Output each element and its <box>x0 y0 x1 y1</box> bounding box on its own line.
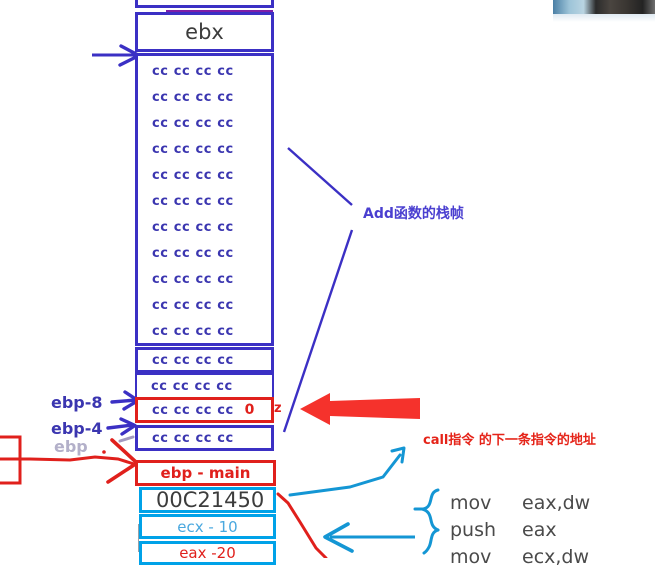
stack-row-value: cc cc cc cc <box>152 430 234 446</box>
stack-row-value: cc cc cc cc <box>152 352 234 368</box>
red-curve-connector-icon <box>276 492 328 558</box>
stack-filler-row: cc cc cc cc <box>152 324 234 339</box>
assembly-opcode: mov <box>450 492 492 514</box>
label-ebp-minus-8: ebp-8 <box>51 393 103 412</box>
stack-cell-ebx-label: ebx <box>185 20 224 44</box>
stack-filler-row: cc cc cc cc <box>152 194 234 209</box>
stack-filler-row: cc cc cc cc <box>152 90 234 105</box>
stack-filler-row: cc cc cc cc <box>152 298 234 313</box>
assembly-operand: eax,dw <box>522 492 591 514</box>
assembly-row: push eax <box>450 517 590 544</box>
annotation-layer <box>0 44 440 558</box>
diagonal-pointer-line-icon <box>282 147 354 433</box>
cc-row-ebp-4-highlight[interactable]: cc cc cc cc 0 <box>135 397 274 423</box>
arg-eax-label: eax -20 <box>179 544 236 562</box>
stack-cell-return-address[interactable]: 00C21450 <box>139 487 276 513</box>
cc-row-ebp[interactable]: cc cc cc cc <box>135 425 274 451</box>
label-call-next-instruction: call指令 的下一条指令的地址 <box>423 433 596 448</box>
assembly-opcode: push <box>450 519 497 541</box>
cc-row-ebp-12[interactable]: cc cc cc cc <box>135 347 274 373</box>
stack-filler-row: cc cc cc cc <box>152 272 234 287</box>
stack-filler-row: cc cc cc cc <box>152 64 234 79</box>
stack-row-value: cc cc cc cc <box>152 402 234 418</box>
stack-row-extra-value: 0 <box>244 402 255 418</box>
cc-row-ebp-8[interactable]: cc cc cc cc <box>135 373 274 399</box>
red-right-arrow-icon <box>0 435 139 485</box>
blue-left-arrow-icon <box>323 522 415 553</box>
magenta-underline <box>166 10 273 13</box>
stack-filler-block[interactable]: cc cc cc cc cc cc cc cc cc cc cc cc cc cc c… <box>135 53 274 346</box>
arg-ecx-label: ecx - 10 <box>177 517 238 536</box>
blue-right-arrow-icon <box>106 417 137 436</box>
video-thumbnail-fade <box>553 14 655 22</box>
label-z-mark: z <box>274 401 282 416</box>
assembly-operand: eax <box>522 519 557 541</box>
stack-row-value: cc cc cc cc <box>151 378 233 394</box>
return-address-value: 00C21450 <box>156 488 265 512</box>
text-caret <box>138 524 139 552</box>
stack-cell-ebp-main[interactable]: ebp - main <box>135 460 276 486</box>
label-ebp-minus-4: ebp-4 <box>51 419 103 438</box>
assembly-row: mov eax,dw <box>450 490 590 517</box>
video-thumbnail-strip <box>553 0 655 14</box>
stack-cell-arg-eax[interactable]: eax -20 <box>139 541 276 565</box>
stack-cell-ebp-main-label: ebp - main <box>160 464 251 482</box>
red-left-arrow-icon <box>300 393 420 425</box>
blue-right-arrow-icon <box>92 44 141 67</box>
stack-cell-partial-top <box>135 0 274 8</box>
label-ebp-faint: ebp <box>54 437 88 456</box>
stack-filler-row: cc cc cc cc <box>152 168 234 183</box>
stack-cell-ebx[interactable]: ebx <box>135 12 274 52</box>
stack-filler-row: cc cc cc cc <box>152 246 234 261</box>
stack-filler-row: cc cc cc cc <box>152 142 234 157</box>
stack-filler-row: cc cc cc cc <box>152 116 234 131</box>
stack-filler-row: cc cc cc cc <box>152 220 234 235</box>
faint-dash-icon <box>118 435 135 443</box>
stack-cell-arg-ecx[interactable]: ecx - 10 <box>139 514 276 539</box>
blue-curly-brace-icon <box>413 488 440 555</box>
blue-pointer-arrow-icon <box>288 446 406 497</box>
label-add-stack-frame: Add函数的栈帧 <box>363 206 464 222</box>
